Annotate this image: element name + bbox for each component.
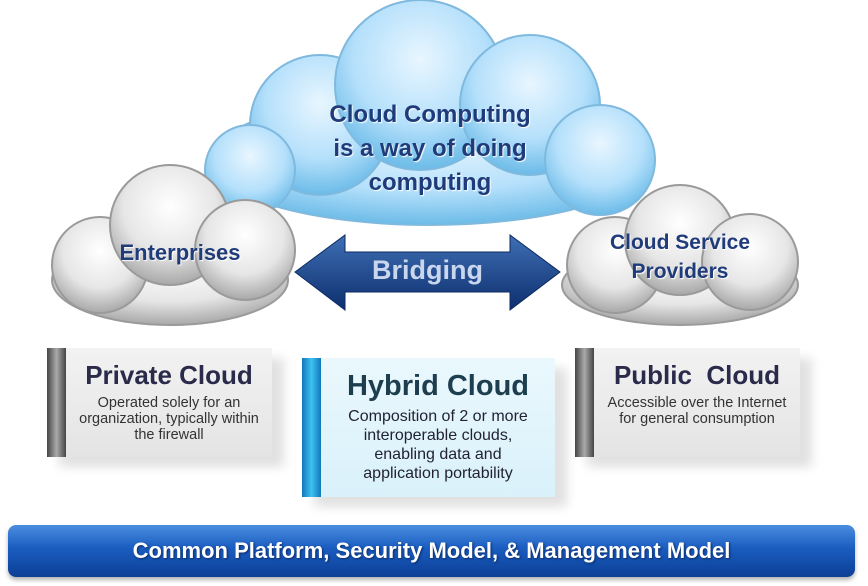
bridging-arrow xyxy=(294,234,561,312)
private-title: Private Cloud xyxy=(85,360,253,390)
main-cloud-text: Cloud Computing is a way of doing comput… xyxy=(290,98,570,200)
cloud-service-providers-label: Cloud Service Providers xyxy=(580,228,780,286)
left-cloud-shape xyxy=(51,164,296,326)
enterprises-label: Enterprises xyxy=(119,240,241,265)
public-title: Public Cloud xyxy=(613,360,781,390)
main-cloud-line: computing xyxy=(368,169,492,196)
clouds-graphic xyxy=(51,0,799,326)
main-cloud-shape xyxy=(204,0,656,226)
main-cloud-line: is a way of doing xyxy=(333,135,527,162)
common-platform-banner: Common Platform, Security Model, & Manag… xyxy=(8,525,855,577)
bridging-label: Bridging xyxy=(372,255,483,285)
main-cloud-line: Cloud Computing xyxy=(329,101,531,128)
providers-line: Cloud Service xyxy=(609,231,751,254)
providers-line: Providers xyxy=(631,260,729,283)
public-cloud-box: Public Cloud Accessible over the Interne… xyxy=(575,348,800,457)
private-accent-bar xyxy=(47,348,66,457)
hybrid-title: Hybrid Cloud xyxy=(346,370,530,402)
hybrid-accent-bar xyxy=(302,358,321,497)
public-accent-bar xyxy=(575,348,594,457)
right-cloud-shape xyxy=(561,184,799,326)
